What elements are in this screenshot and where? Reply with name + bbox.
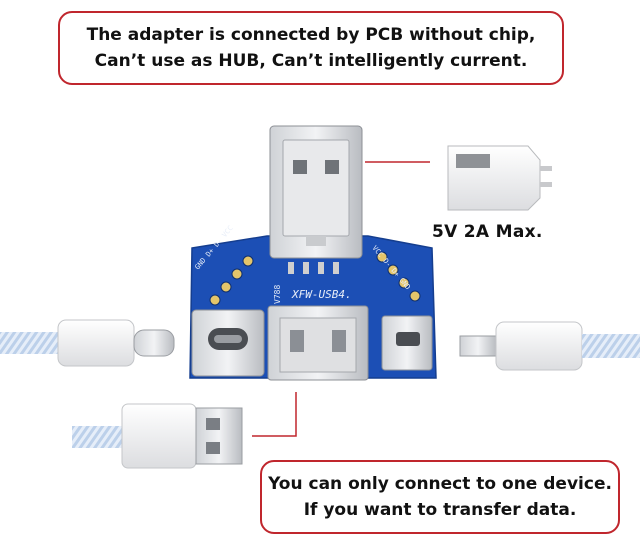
- usb-a-male-port: [269, 125, 363, 259]
- usb-a-female-port: [267, 305, 369, 381]
- usb-a-cable: [72, 403, 243, 469]
- charger-spec-label: 5V 2A Max.: [432, 222, 543, 242]
- top-callout: The adapter is connected by PCB without …: [58, 11, 564, 85]
- pcb-model-label: XFW-USB4.: [291, 288, 352, 301]
- pcb-version-label: V788: [273, 285, 282, 304]
- usb-c-female-port: [191, 309, 265, 377]
- bottom-callout-line-2: If you want to transfer data.: [303, 500, 577, 520]
- leader-lines: [252, 161, 430, 437]
- wall-charger-image: [447, 145, 552, 211]
- left-pin-header: [209, 255, 254, 306]
- bottom-callout: You can only connect to one device. If y…: [260, 460, 620, 534]
- bottom-callout-line-1: You can only connect to one device.: [268, 474, 612, 494]
- usb-c-cable: [0, 319, 175, 367]
- micro-usb-cable: [459, 321, 640, 371]
- right-pin-header: [376, 251, 421, 302]
- top-callout-line-1: The adapter is connected by PCB without …: [86, 25, 536, 45]
- micro-usb-female-port: [381, 315, 433, 371]
- top-callout-line-2: Can’t use as HUB, Can’t intelligently cu…: [94, 51, 528, 71]
